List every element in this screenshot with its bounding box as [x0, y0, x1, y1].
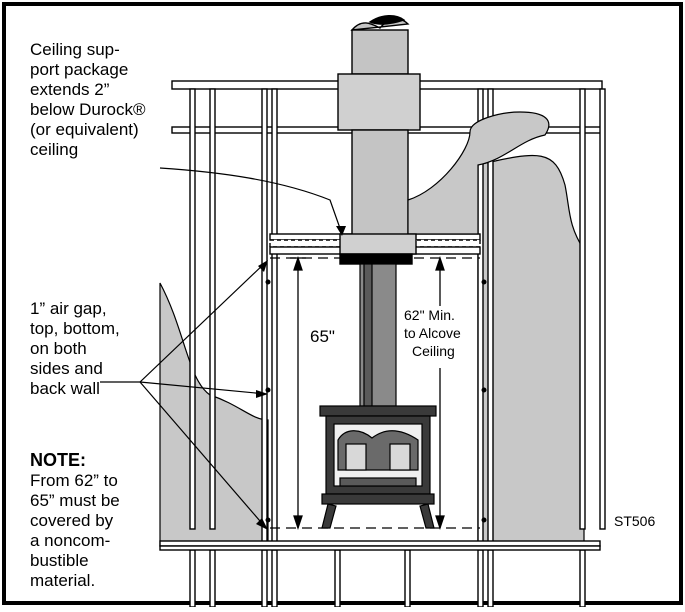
air-gap-line-4: sides and [30, 359, 103, 378]
dimension-65 [290, 255, 306, 531]
air-gap-text: 1” air gap, top, bottom, on both sides a… [30, 299, 120, 398]
wood-stove [319, 405, 437, 529]
stove-pipe [359, 263, 397, 407]
ceiling-support-line-5: (or equivalent) [30, 120, 139, 139]
dimension-62-line-3: Ceiling [412, 343, 455, 359]
air-gap-line-5: back wall [30, 379, 100, 398]
leader-lines [100, 167, 343, 529]
note-line-5: bustible [30, 551, 89, 570]
floor-plate [159, 540, 601, 551]
figure-code: ST506 [614, 513, 655, 529]
ceiling-support-line-1: Ceiling sup- [30, 40, 120, 59]
dim-65-bg [306, 326, 340, 348]
fasteners [265, 279, 487, 523]
note-line-1: From 62” to [30, 471, 118, 490]
chimney-pipe [337, 15, 421, 237]
dimension-62-line-2: to Alcove [404, 325, 461, 341]
ceiling-support-line-3: extends 2” [30, 80, 110, 99]
right-wallboard [477, 154, 585, 546]
air-gap-line-2: top, bottom, [30, 319, 120, 338]
note-title: NOTE: [30, 450, 86, 470]
note-line-2: 65” must be [30, 491, 120, 510]
note-line-6: material. [30, 571, 95, 590]
wallboard-swoop [407, 111, 550, 235]
note-line-3: covered by [30, 511, 114, 530]
ceiling-support-text: Ceiling sup- port package extends 2” bel… [30, 40, 146, 159]
air-gap-line-3: on both [30, 339, 87, 358]
dim-62-bg [402, 306, 468, 368]
note-text: NOTE: From 62” to 65” must be covered by… [30, 450, 120, 590]
ceiling-support-line-4: below Durock® [30, 100, 146, 119]
ceiling-support-line-2: port package [30, 60, 128, 79]
ceiling-support-line-6: ceiling [30, 140, 78, 159]
wall-studs [189, 88, 606, 546]
ceiling-support-package [339, 233, 417, 265]
note-line-4: a noncom- [30, 531, 110, 550]
air-gap-line-1: 1” air gap, [30, 299, 107, 318]
dimension-62-line-1: 62" Min. [404, 307, 455, 323]
dimension-65-label: 65" [310, 327, 335, 346]
